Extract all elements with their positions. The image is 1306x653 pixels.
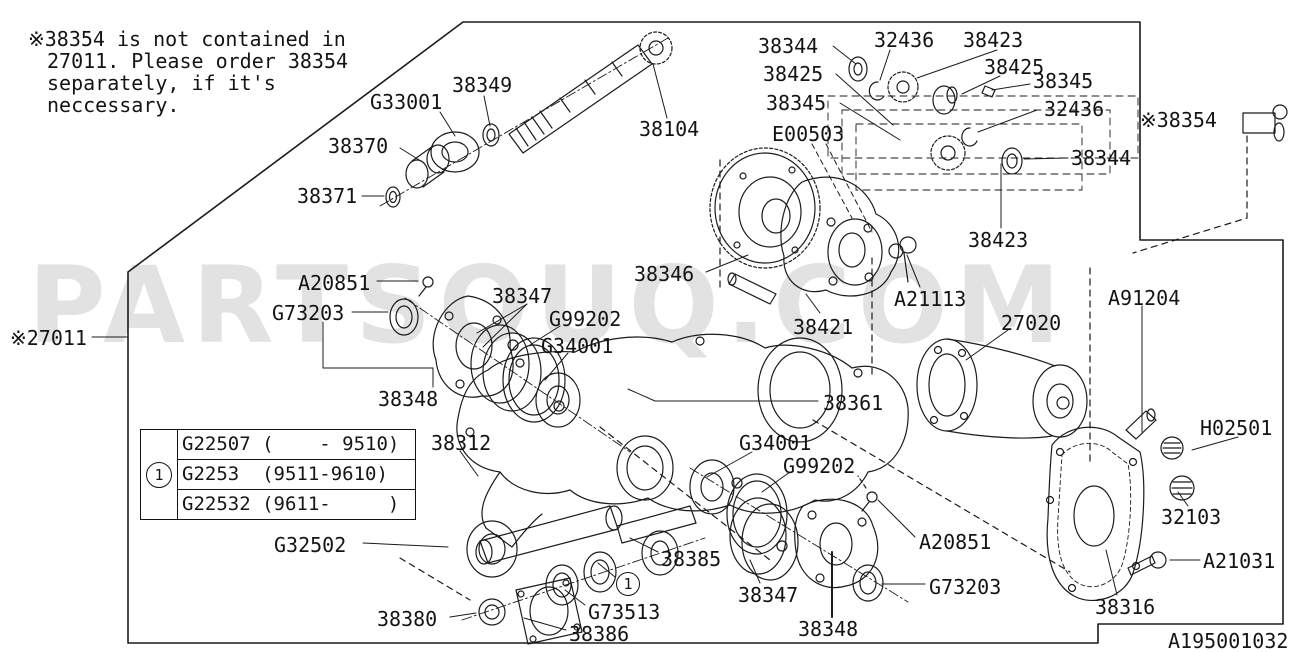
part-label-38316: 38316: [1095, 595, 1156, 619]
note-line-1: ※38354 is not contained in: [28, 27, 346, 51]
note-line-2: 27011. Please order 38354: [47, 49, 349, 73]
part-label-h02501: H02501: [1200, 416, 1273, 440]
leader-lines: [91, 45, 1239, 631]
pinion-shaft-assembly: [379, 31, 673, 208]
callout-1-table: 1: [146, 461, 172, 488]
note-line-4: neccessary.: [47, 93, 180, 117]
part-38354-pin: [1132, 104, 1288, 254]
part-label-38345-left: 38345: [766, 91, 827, 115]
part-label-38370: 38370: [328, 134, 389, 158]
part-label-38346: 38346: [634, 262, 695, 286]
part-label-38312: 38312: [431, 431, 492, 455]
part-label-38385: 38385: [661, 547, 722, 571]
ring-gear-and-diff-case: [709, 147, 917, 379]
part-label-38344-top: 38344: [758, 34, 819, 58]
part-label-a91204: A91204: [1108, 286, 1181, 310]
part-label-27020: 27020: [1001, 311, 1062, 335]
axle-and-flange-parts: [461, 505, 706, 645]
part-label-38345-right: 38345: [1033, 69, 1094, 93]
part-label-38425-right: 38425: [984, 55, 1045, 79]
table-row: G22532 (9611- ): [182, 493, 400, 515]
part-label-38354: ※38354: [1140, 108, 1217, 132]
part-label-g73513: G73513: [588, 600, 661, 624]
table-row: G2253 (9511-9610): [178, 460, 415, 490]
part-label-a21031: A21031: [1203, 549, 1276, 573]
lower-retainer-cluster: [689, 459, 909, 603]
note-line-3: separately, if it's: [47, 71, 276, 95]
part-label-32436-mid: 32436: [1044, 97, 1105, 121]
table-row: G22507 ( - 9510): [178, 430, 415, 460]
part-label-38423-low: 38423: [968, 228, 1029, 252]
part-label-32103: 32103: [1161, 505, 1222, 529]
part-label-a20851-low: A20851: [919, 530, 992, 554]
callout-1-diagram: 1: [616, 572, 640, 596]
part-label-g32502: G32502: [274, 533, 347, 557]
part-label-38421: 38421: [793, 315, 854, 339]
part-label-38348-up: 38348: [378, 387, 439, 411]
part-label-g99202-up: G99202: [549, 307, 622, 331]
part-label-38348-low: 38348: [798, 617, 859, 641]
diagram-border: [127, 21, 1284, 644]
part-label-g73203-low: G73203: [929, 575, 1002, 599]
part-label-38423-top: 38423: [963, 28, 1024, 52]
part-label-38347-low: 38347: [738, 583, 799, 607]
side-gear-small-parts: [827, 56, 1139, 191]
part-label-g34001-low: G34001: [739, 431, 812, 455]
part-label-38349: 38349: [452, 73, 513, 97]
table-marker-cell: 1: [141, 430, 178, 519]
part-label-38386: 38386: [569, 622, 630, 646]
part-label-32436-top: 32436: [874, 28, 935, 52]
part-label-38371: 38371: [297, 184, 358, 208]
applicability-table: 1 G22507 ( - 9510) G2253 (9511-9610) G22…: [140, 429, 416, 520]
drawing-reference-number: A195001032: [1168, 629, 1289, 653]
part-label-38380: 38380: [377, 607, 438, 631]
part-label-38425-left: 38425: [763, 62, 824, 86]
part-label-a20851-up: A20851: [298, 271, 371, 295]
part-label-38344-right: 38344: [1071, 146, 1132, 170]
diff-lock-assembly: [916, 338, 1088, 439]
part-label-e00503: E00503: [772, 122, 845, 146]
part-label-g33001: G33001: [370, 90, 443, 114]
part-label-a21113: A21113: [894, 287, 967, 311]
part-label-38361: 38361: [823, 391, 884, 415]
rear-cover-and-fasteners: [1045, 267, 1195, 601]
part-label-27011: ※27011: [10, 326, 87, 350]
watermark-text: PARTSOUQ.COM: [28, 244, 1068, 367]
part-label-g73203-up: G73203: [272, 301, 345, 325]
part-label-38347-up: 38347: [492, 284, 553, 308]
part-label-g34001-up: G34001: [541, 334, 614, 358]
part-label-38104: 38104: [639, 117, 700, 141]
part-label-g99202-low: G99202: [783, 454, 856, 478]
